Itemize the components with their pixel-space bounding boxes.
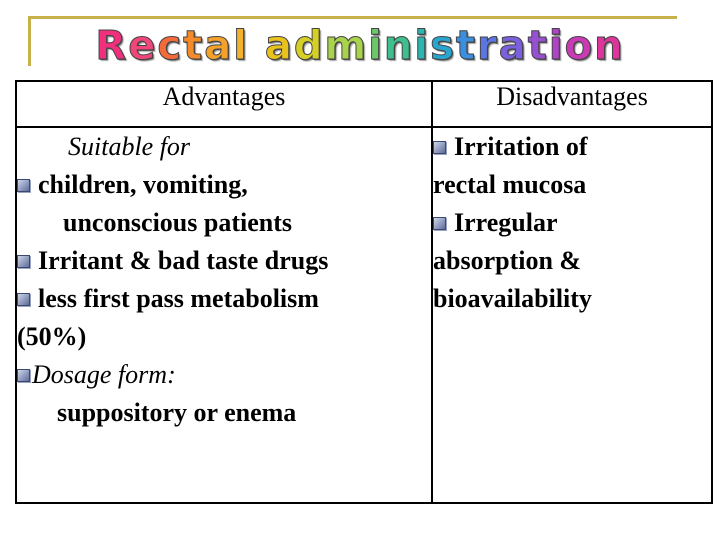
title-frame-top-rule	[28, 16, 677, 19]
title-letter: i	[414, 23, 431, 70]
title-letter	[249, 23, 265, 69]
title-letter: a	[264, 23, 294, 70]
advantage-item-4: Dosage form:	[17, 356, 431, 394]
disadvantage-item-2-cont: absorption &	[433, 242, 711, 280]
slide-title: Rectal administration	[0, 20, 720, 72]
title-frame-left-rule	[28, 16, 31, 66]
title-letter: a	[204, 23, 234, 70]
square-bullet-icon	[17, 254, 30, 268]
advantage-item-2-text: Irritant & bad taste drugs	[38, 246, 329, 275]
title-letter: m	[324, 23, 369, 70]
disadvantage-item-2-cont-text: absorption &	[433, 246, 582, 275]
advantage-item-1: children, vomiting,	[17, 166, 431, 204]
title-letter: t	[183, 23, 205, 70]
advantage-item-2: Irritant & bad taste drugs	[17, 242, 431, 280]
disadvantage-item-2-cont2-text: bioavailability	[433, 284, 592, 313]
title-letter: r	[477, 23, 499, 70]
advantage-item-4-cont: suppository or enema	[17, 394, 431, 432]
square-bullet-icon	[17, 368, 30, 382]
title-letter: i	[368, 23, 384, 70]
title-letter: a	[498, 23, 528, 70]
advantage-item-1-cont: unconscious patients	[17, 204, 431, 242]
advantage-item-3-cont-text: (50%)	[17, 322, 87, 351]
header-row: Advantages Disadvantages	[15, 80, 713, 128]
comparison-table: Advantages Disadvantages Suitable for ch…	[15, 80, 713, 504]
title-letter: n	[594, 23, 625, 70]
header-advantages: Advantages	[15, 80, 433, 128]
dosage-form-label: Dosage form	[32, 360, 168, 389]
disadvantage-item-1: Irritation of	[433, 128, 711, 166]
title-letter: i	[548, 23, 565, 70]
title-letter: s	[430, 23, 456, 70]
suitable-for-label: Suitable for	[68, 132, 191, 161]
title-letter: t	[455, 23, 478, 70]
disadvantages-cell: Irritation of rectal mucosa Irregular ab…	[431, 126, 713, 504]
title-letter: e	[128, 23, 158, 70]
advantage-item-1-text: children, vomiting,	[38, 170, 248, 199]
content-row: Suitable for children, vomiting, unconsc…	[15, 126, 713, 504]
disadvantage-item-2-text: Irregular	[454, 208, 558, 237]
disadvantage-item-2-cont2: bioavailability	[433, 280, 711, 318]
title-letter: t	[527, 23, 549, 70]
header-disadvantages: Disadvantages	[431, 80, 713, 128]
title-letter: c	[157, 23, 184, 70]
title-letter: l	[233, 23, 249, 70]
disadvantage-item-1-text: Irritation of	[454, 132, 588, 161]
advantages-cell: Suitable for children, vomiting, unconsc…	[15, 126, 433, 504]
disadvantage-item-1-cont-text: rectal mucosa	[433, 170, 587, 199]
title-letter: d	[293, 23, 325, 70]
dosage-form-colon: :	[167, 360, 176, 389]
square-bullet-icon	[433, 216, 446, 230]
advantage-item-4-cont-text: suppository or enema	[57, 398, 297, 427]
title-letter: n	[383, 23, 415, 70]
advantage-item-3-text: less first pass metabolism	[38, 284, 319, 313]
advantage-item-1-cont-text: unconscious patients	[63, 208, 292, 237]
title-letter: o	[564, 23, 595, 70]
square-bullet-icon	[433, 140, 446, 154]
disadvantage-item-2: Irregular	[433, 204, 711, 242]
square-bullet-icon	[17, 292, 30, 306]
suitable-for-line: Suitable for	[17, 128, 431, 166]
advantage-item-3-cont: (50%)	[17, 318, 431, 356]
disadvantage-item-1-cont: rectal mucosa	[433, 166, 711, 204]
title-letter: R	[95, 23, 129, 70]
square-bullet-icon	[17, 178, 30, 192]
advantage-item-3: less first pass metabolism	[17, 280, 431, 318]
